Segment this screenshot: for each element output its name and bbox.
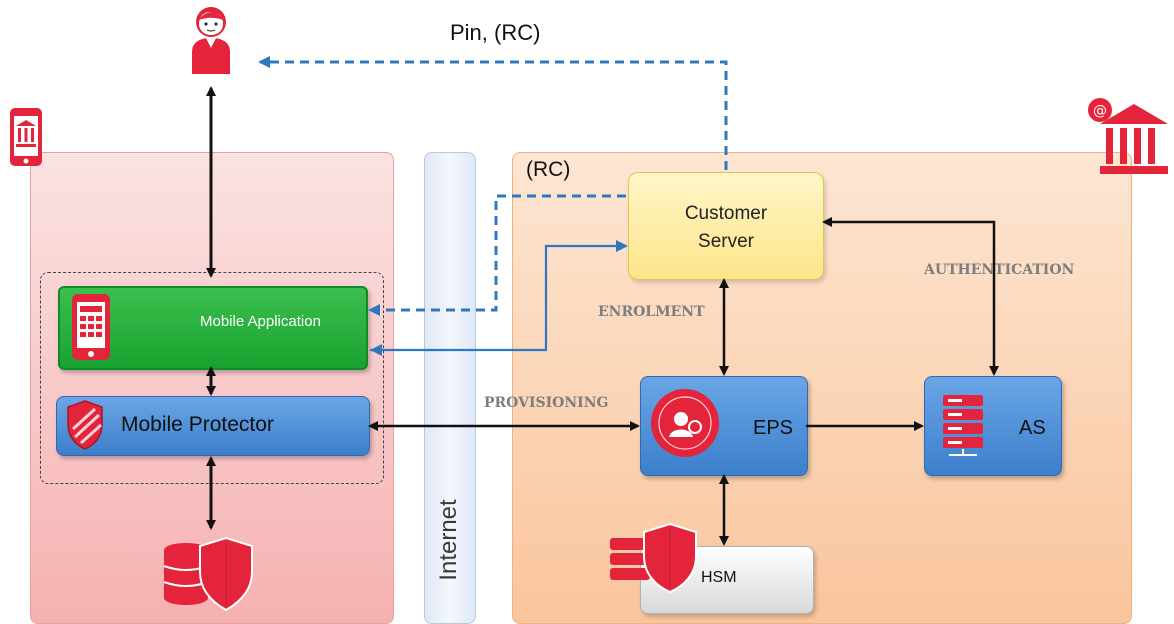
bank-building-icon: @	[1088, 98, 1168, 174]
mobile-application-label: Mobile Application	[200, 313, 321, 330]
pin-rc-label: Pin, (RC)	[450, 20, 541, 45]
mobile-protector-label: Mobile Protector	[121, 413, 274, 436]
mobile-protector-box: Mobile Protector	[56, 396, 370, 456]
database-shield-icon	[163, 536, 253, 612]
customer-server-box: Customer Server	[628, 172, 824, 280]
provisioning-label: PROVISIONING	[484, 395, 609, 411]
app-customer-solid-link	[370, 240, 628, 352]
app-customer-solid-arrowhead	[370, 344, 382, 356]
enrolment-label: ENROLMENT	[598, 304, 705, 320]
eps-box: EPS	[640, 376, 808, 476]
customer-server-label-line2: Server	[698, 231, 754, 252]
hsm-shield-icon	[610, 522, 697, 594]
as-label: AS	[1019, 417, 1046, 439]
server-stack-icon	[943, 395, 983, 456]
hsm-label: HSM	[701, 569, 737, 586]
rc-label: (RC)	[526, 158, 571, 181]
user-icon	[192, 7, 230, 74]
pin-rc-dashed-link	[258, 56, 728, 170]
svg-text:@: @	[1093, 103, 1107, 119]
customer-server-label-line1: Customer	[684, 203, 768, 224]
shield-icon	[67, 400, 103, 450]
eps-badge-icon	[651, 389, 719, 457]
phone-app-icon	[72, 294, 110, 360]
phone-bank-icon	[10, 108, 42, 166]
customer-as-link	[822, 217, 999, 376]
rc-dashed-link	[368, 194, 626, 316]
as-box: AS	[924, 376, 1062, 476]
eps-label: EPS	[753, 417, 794, 439]
